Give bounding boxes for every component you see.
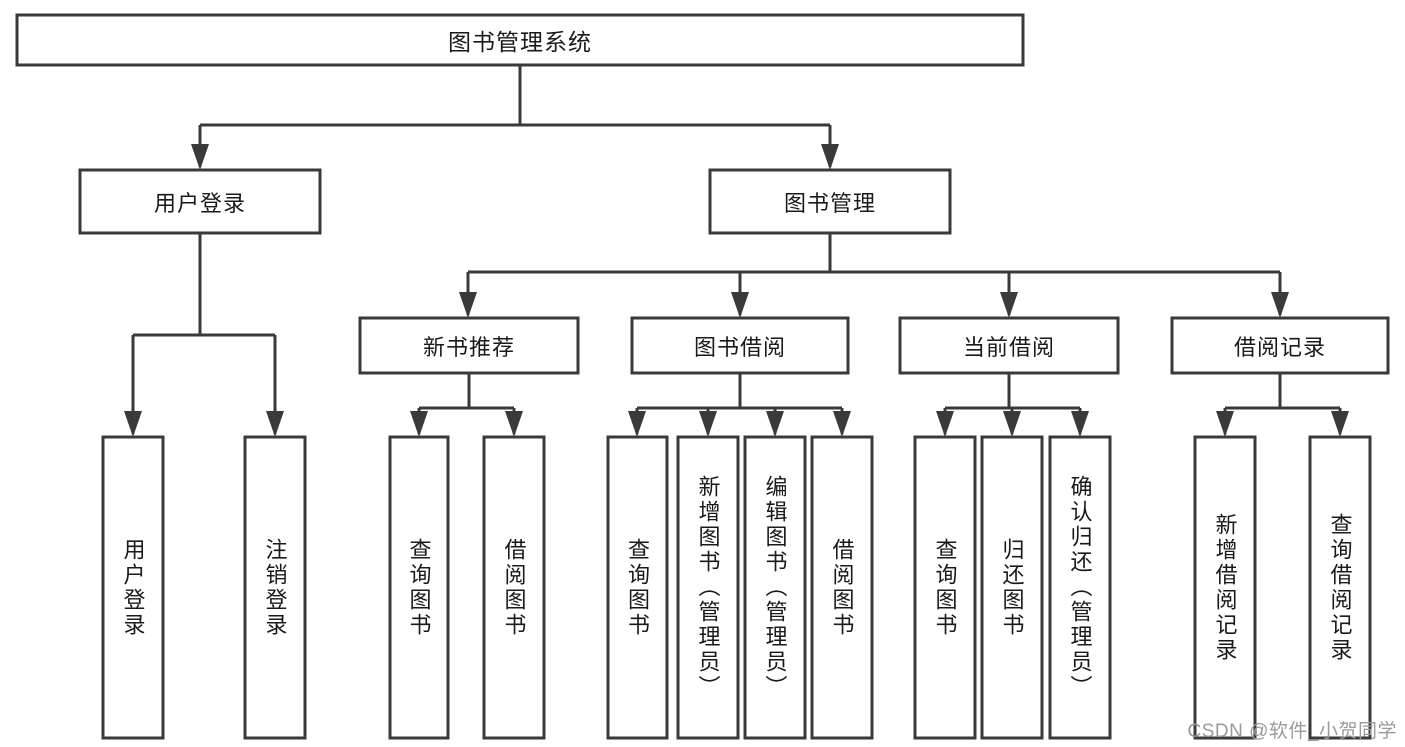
node-box-borrow-record[interactable]: [1170, 316, 1390, 375]
connector-user-login-to-leaves: [124, 233, 284, 437]
arrow-head-icon: [191, 144, 209, 170]
node-box-leaf-user-login[interactable]: [101, 435, 165, 740]
node-box-leaf-edit-book[interactable]: [743, 435, 807, 740]
node-box-book-borrow[interactable]: [630, 316, 850, 375]
node-box-leaf-add-book[interactable]: [676, 435, 740, 740]
connector-borrow-record-to-leaves: [1216, 373, 1349, 437]
arrow-head-icon: [766, 411, 784, 437]
node-box-leaf-return-book[interactable]: [980, 435, 1044, 740]
arrow-head-icon: [699, 411, 717, 437]
arrow-head-icon: [731, 292, 749, 318]
node-box-book-manage[interactable]: [708, 168, 952, 235]
arrow-head-icon: [1216, 411, 1234, 437]
node-box-leaf-query-book-a[interactable]: [388, 435, 450, 740]
arrow-head-icon: [1271, 292, 1289, 318]
node-box-leaf-confirm-return[interactable]: [1048, 435, 1112, 740]
connector-current-borrow-to-leaves: [936, 373, 1089, 437]
node-box-new-book-rec[interactable]: [358, 316, 580, 375]
connector-book-borrow-to-leaves: [628, 373, 851, 437]
node-box-leaf-query-book-b[interactable]: [606, 435, 669, 740]
connector-root-to-level2: [191, 65, 839, 170]
node-box-leaf-add-record[interactable]: [1193, 435, 1257, 740]
node-box-root[interactable]: [15, 13, 1025, 67]
connector-book-manage-to-level3: [459, 233, 1289, 318]
arrow-head-icon: [936, 411, 954, 437]
arrow-head-icon: [628, 411, 646, 437]
connector-layer: [124, 65, 1349, 437]
arrow-head-icon: [1003, 411, 1021, 437]
node-box-leaf-borrow-book-a[interactable]: [482, 435, 546, 740]
arrow-head-icon: [410, 411, 428, 437]
arrow-head-icon: [124, 411, 142, 437]
node-box-leaf-query-book-c[interactable]: [913, 435, 977, 740]
arrow-head-icon: [266, 411, 284, 437]
node-box-leaf-borrow-book-b[interactable]: [810, 435, 874, 740]
node-box-layer: [15, 13, 1390, 740]
arrow-head-icon: [1331, 411, 1349, 437]
connector-new-book-rec-to-leaves: [410, 373, 523, 437]
arrow-head-icon: [505, 411, 523, 437]
watermark-text: CSDN @软件_小贺同学: [1187, 721, 1397, 742]
node-box-user-login[interactable]: [78, 168, 322, 235]
node-box-current-borrow[interactable]: [898, 316, 1120, 375]
node-box-leaf-logout[interactable]: [243, 435, 307, 740]
arrow-head-icon: [833, 411, 851, 437]
arrow-head-icon: [1000, 292, 1018, 318]
node-box-leaf-query-record[interactable]: [1308, 435, 1372, 740]
arrow-head-icon: [821, 144, 839, 170]
arrow-head-icon: [459, 292, 477, 318]
arrow-head-icon: [1071, 411, 1089, 437]
